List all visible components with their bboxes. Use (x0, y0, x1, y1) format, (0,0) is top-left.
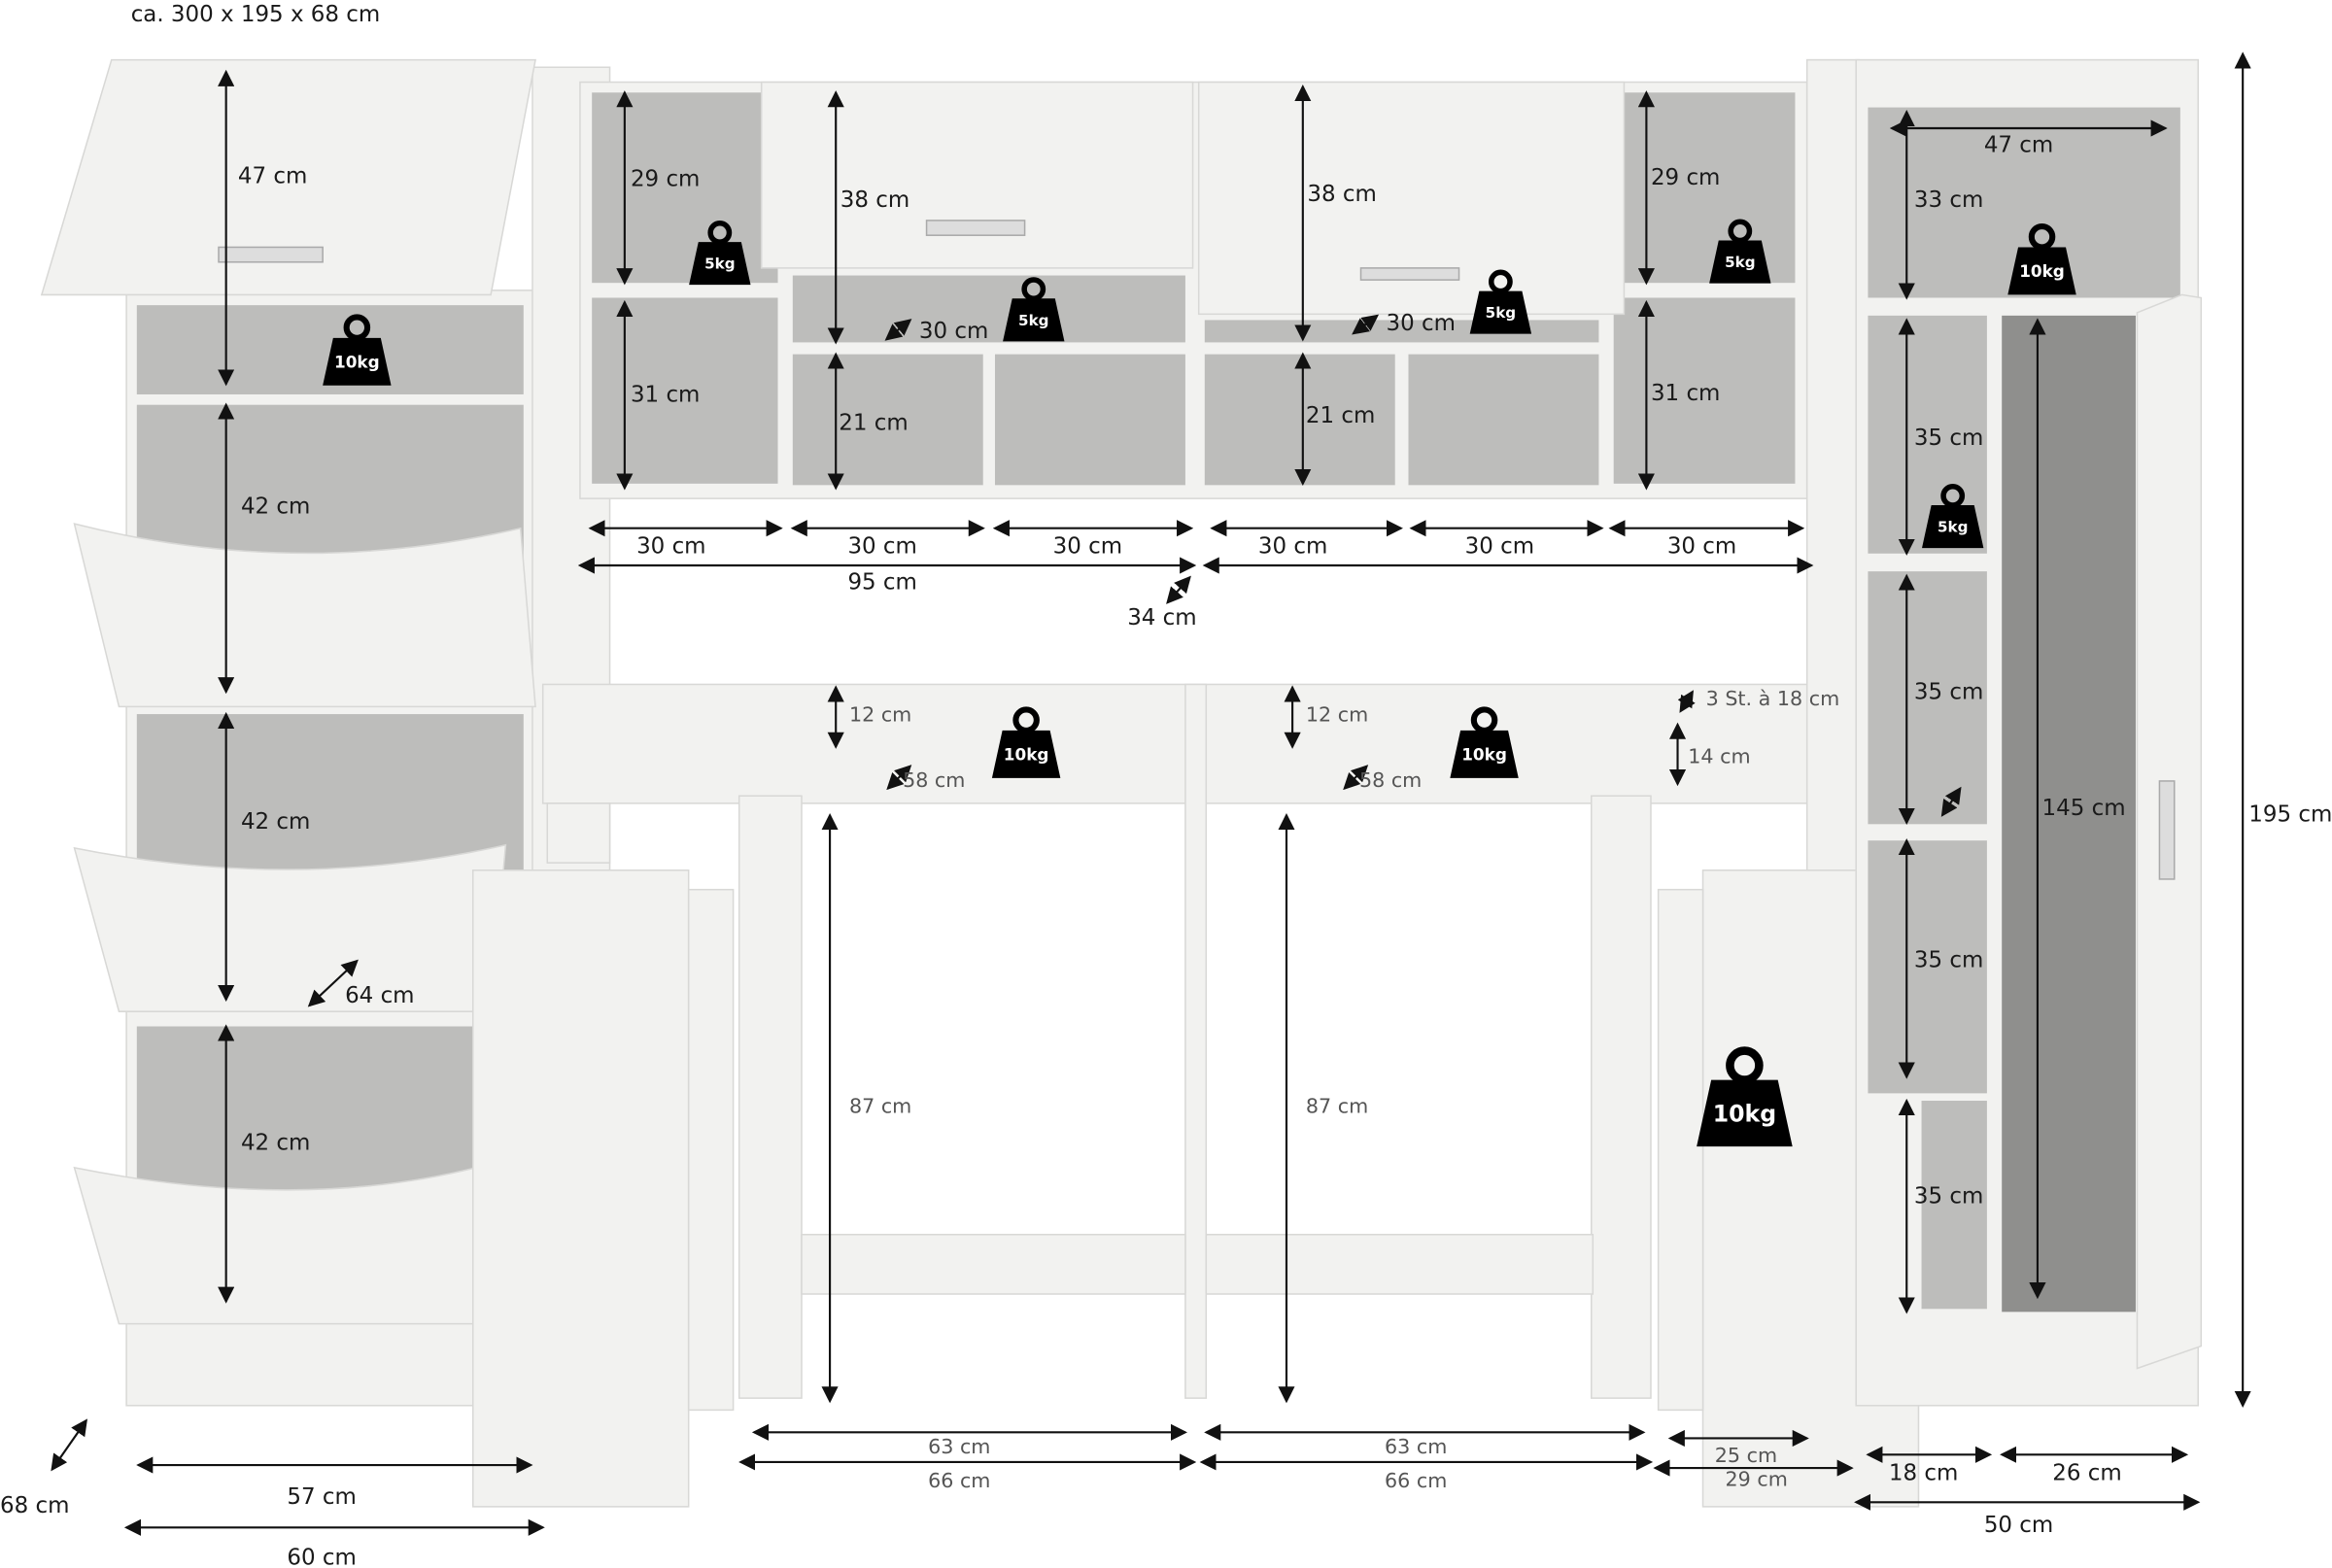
desk-units (471, 683, 1920, 1508)
overall-size-title: ca. 300 x 195 x 68 cm (131, 2, 381, 27)
weight-label: 10kg (1004, 745, 1049, 765)
dimension-label: 95 cm (847, 569, 916, 595)
dimension-label: 64 cm (345, 983, 414, 1008)
dimension-label: 31 cm (1651, 381, 1720, 406)
weight-icon: 10kg (323, 314, 392, 386)
dimension-label: 30 cm (1667, 534, 1736, 560)
dimension-label: 35 cm (1914, 426, 1983, 451)
right-wardrobe (1805, 58, 2203, 1407)
dimension-label: 63 cm (1385, 1435, 1447, 1458)
dimension-label: 38 cm (1307, 182, 1376, 207)
dimension-label: 31 cm (631, 383, 700, 408)
weight-icons: 10kg 5kg 5kg 5kg 5kg 10kg 5kg 10kg 10kg 10kg (323, 219, 2076, 1147)
dimension-label: 30 cm (1387, 311, 1456, 336)
dimension-label: 18 cm (1889, 1460, 1958, 1485)
dimension-label: 30 cm (1465, 534, 1534, 560)
dimension-label: 66 cm (1385, 1469, 1447, 1492)
dimension-arrow (884, 319, 912, 341)
weight-icon: 10kg (1450, 706, 1519, 778)
dimension-label: 35 cm (1914, 947, 1983, 972)
dimension-arrow (307, 959, 359, 1007)
left-shoe-cabinet (40, 58, 611, 1407)
dimension-label: 3 St. à 18 cm (1706, 687, 1840, 710)
dimension-label: 30 cm (1053, 534, 1122, 560)
dimension-label: 66 cm (928, 1469, 990, 1492)
dimension-label: 26 cm (2052, 1460, 2121, 1485)
dimension-arrow (1677, 690, 1696, 713)
dimension-arrows (51, 51, 2251, 1536)
dimension-label: 30 cm (1258, 534, 1327, 560)
dimension-label: 42 cm (241, 809, 310, 835)
dimension-label: 60 cm (287, 1546, 356, 1568)
dimension-label: 21 cm (839, 411, 908, 436)
dimension-label: 12 cm (849, 703, 911, 727)
dimension-label: 33 cm (1914, 187, 1983, 213)
weight-label: 5kg (1725, 254, 1755, 271)
dimension-label: 25 cm (1715, 1444, 1777, 1467)
dimension-label: 57 cm (287, 1484, 356, 1510)
dimension-label: 29 cm (1726, 1467, 1788, 1490)
weight-icon: 5kg (1709, 219, 1771, 284)
dimension-label: 58 cm (903, 768, 965, 792)
dimension-arrow (1352, 314, 1380, 335)
dimension-label: 87 cm (849, 1094, 911, 1117)
weight-label: 10kg (2019, 261, 2065, 281)
dimension-label: 14 cm (1688, 745, 1750, 768)
dimension-label: 50 cm (1984, 1513, 2053, 1538)
dimension-label: 38 cm (840, 187, 909, 213)
dimension-label: 42 cm (241, 1131, 310, 1156)
weight-icon: 10kg (1697, 1046, 1793, 1147)
weight-label: 10kg (1461, 745, 1507, 765)
dimension-label: 12 cm (1306, 703, 1368, 727)
weight-label: 5kg (1486, 304, 1516, 322)
dimension-label: 68 cm (0, 1493, 69, 1518)
weight-icon: 5kg (689, 221, 751, 286)
dimension-arrow (886, 765, 912, 791)
dimension-label: 47 cm (238, 164, 307, 189)
dimension-label: 21 cm (1306, 403, 1375, 428)
dimension-arrow (51, 1418, 88, 1472)
dimension-label: 58 cm (1359, 768, 1422, 792)
dimension-label: 63 cm (928, 1435, 990, 1458)
dimension-label: 29 cm (631, 167, 700, 192)
weight-label: 5kg (1018, 312, 1048, 329)
dimension-label: 47 cm (1984, 132, 2053, 157)
dimension-label: 35 cm (1914, 680, 1983, 705)
weight-label: 10kg (1713, 1100, 1776, 1127)
weight-label: 10kg (334, 352, 380, 371)
dimension-arrow (1940, 786, 1962, 817)
weight-icon: 5kg (1922, 483, 1984, 549)
dimension-label: 35 cm (1914, 1184, 1983, 1210)
dimension-label: 30 cm (636, 534, 705, 560)
dimension-label: 34 cm (1127, 605, 1196, 631)
dimension-label: 30 cm (919, 319, 988, 344)
weight-label: 5kg (704, 256, 735, 273)
weight-icon: 5kg (1469, 269, 1532, 334)
weight-icon: 5kg (1003, 277, 1065, 342)
dimension-label: 195 cm (2248, 801, 2332, 827)
dimension-label: 42 cm (241, 494, 310, 519)
dimension-arrow (1343, 765, 1369, 791)
dimension-label: 87 cm (1306, 1094, 1368, 1117)
dimension-label: 30 cm (847, 534, 916, 560)
upper-shelf-unit (579, 81, 1808, 499)
dimension-arrow (1166, 575, 1191, 604)
weight-icon: 10kg (2007, 222, 2076, 295)
weight-icon: 10kg (991, 706, 1061, 778)
weight-label: 5kg (1938, 519, 1968, 536)
dimension-label: 29 cm (1651, 165, 1720, 190)
dimension-label: 145 cm (2042, 796, 2126, 821)
